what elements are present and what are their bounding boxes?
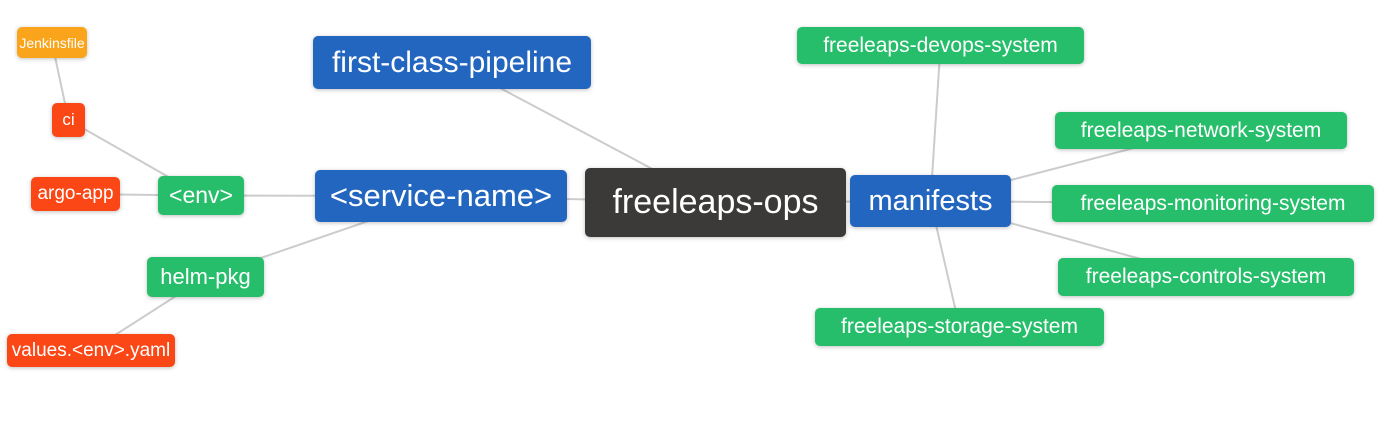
node-ci[interactable]: ci <box>52 103 85 137</box>
node-storage-system[interactable]: freeleaps-storage-system <box>815 308 1104 346</box>
node-env[interactable]: <env> <box>158 176 244 215</box>
node-argo-app[interactable]: argo-app <box>31 177 120 211</box>
node-jenkinsfile[interactable]: Jenkinsfile <box>17 27 87 58</box>
node-manifests[interactable]: manifests <box>850 175 1011 227</box>
node-freeleaps-ops[interactable]: freeleaps-ops <box>585 168 846 237</box>
node-first-class-pipeline[interactable]: first-class-pipeline <box>313 36 591 89</box>
node-service-name[interactable]: <service-name> <box>315 170 567 222</box>
node-helm-pkg[interactable]: helm-pkg <box>147 257 264 297</box>
node-values-env-yaml[interactable]: values.<env>.yaml <box>7 334 175 367</box>
node-monitoring-system[interactable]: freeleaps-monitoring-system <box>1052 185 1374 222</box>
node-controls-system[interactable]: freeleaps-controls-system <box>1058 258 1354 296</box>
node-network-system[interactable]: freeleaps-network-system <box>1055 112 1347 149</box>
node-devops-system[interactable]: freeleaps-devops-system <box>797 27 1084 64</box>
